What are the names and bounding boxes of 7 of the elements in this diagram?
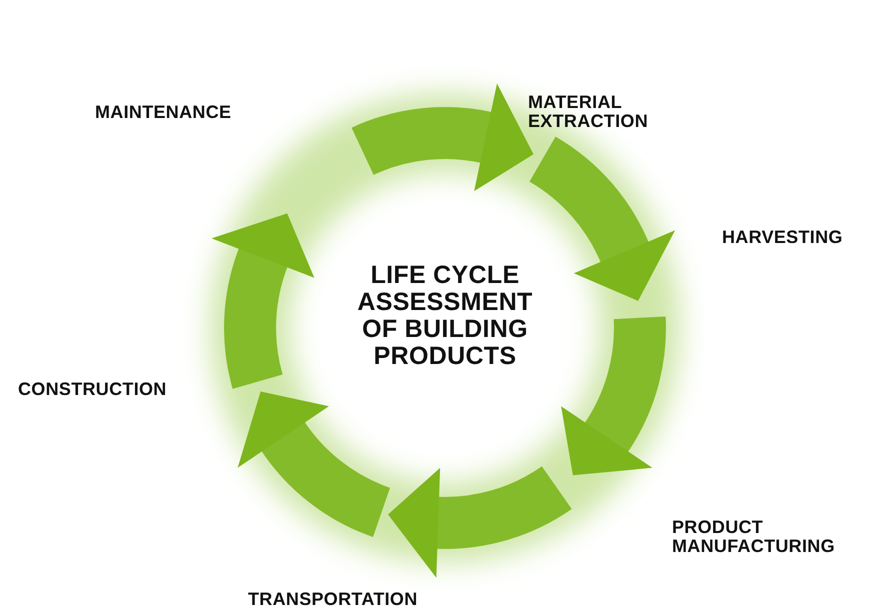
- stage-label: TRANSPORTATION: [248, 590, 419, 609]
- stage-label: PRODUCT MANUFACTURING: [672, 518, 836, 556]
- stage-label: HARVESTING: [722, 228, 844, 247]
- stage-label: CONSTRUCTION: [18, 380, 168, 399]
- stage-label: MAINTENANCE: [95, 103, 232, 122]
- center-title: LIFE CYCLE ASSESSMENT OF BUILDING PRODUCTS: [356, 262, 534, 370]
- stage-label: MATERIAL EXTRACTION: [528, 93, 649, 131]
